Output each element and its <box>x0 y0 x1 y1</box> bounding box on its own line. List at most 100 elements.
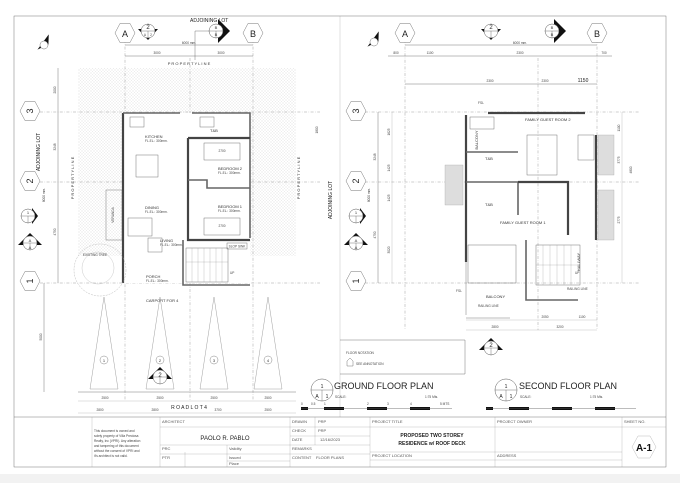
section-mark-2 <box>138 23 158 40</box>
parking-3: 3 <box>213 358 216 363</box>
grid-label-2: 2 <box>25 178 35 183</box>
adjoining-lot-right: ADJOINING LOT <box>328 181 334 219</box>
second-dims-right-0: 1100 <box>617 124 621 131</box>
title-block-prc-label: PRC <box>162 446 171 451</box>
ground-rooms-fl-el: FL.EL.: 300mm. <box>218 171 241 175</box>
floor-notation-title: FLOOR NOTATION <box>346 351 375 355</box>
grid-label-1: 1 <box>25 278 35 283</box>
parking-1: 1 <box>103 358 106 363</box>
title-block-project-title-label: PROJECT TITLE <box>372 419 403 424</box>
floor-notation-icon <box>346 357 354 367</box>
property-line-right: P R O P E R T Y L I N E <box>296 156 301 199</box>
disclaimer-line: without the consent of VPRI and <box>94 449 140 453</box>
second-title-sheet-n: 1 <box>510 394 513 400</box>
second-dims-mid-1: 2300 <box>541 79 548 83</box>
ground-dim-5000: 5000 <box>39 333 43 340</box>
bed-2 <box>526 134 558 176</box>
ground-bottom-dims-2-2: 3700 <box>214 408 221 412</box>
title-block-address-label: ADDRESS <box>497 453 517 458</box>
existing-tree-label: EXISTING TREE <box>83 253 107 257</box>
guest-room-1-label: FAMILY GUEST ROOM 1 <box>500 220 546 225</box>
dim-width-total: 6000 mm. <box>182 41 196 45</box>
section-marks-sa-top: A <box>29 238 32 243</box>
grid-label-b: B <box>250 29 256 39</box>
second-rooms-fsl: FSL <box>478 101 484 105</box>
second-title-num: 1 <box>505 384 508 390</box>
second-dims-right-3: 4800 <box>629 166 633 173</box>
ground-rooms-fl-el: FL.EL.: 300mm. <box>218 209 241 213</box>
project-title-line-2: RESIDENCE w/ ROOF DECK <box>398 441 466 447</box>
kitchen-label: KITCHEN <box>145 134 163 139</box>
ground-width-total: 6000 mm. <box>513 41 527 45</box>
road-label: R O A D L O T 4 <box>171 405 207 411</box>
ground-rooms-fl-el: FL.EL.: 300mm. <box>145 210 168 214</box>
ground-rooms-fl-el: FL.EL.: 300mm. <box>160 243 183 247</box>
title-block-sheet-no-label: SHEET NO. <box>624 419 646 424</box>
section-marks-s1-num: 1 <box>355 210 358 215</box>
section-marks-sa-bot: A <box>29 245 32 250</box>
title-block-remarks-label: REMARKS <box>292 446 312 451</box>
ground-dim-2700: 2700 <box>218 149 225 153</box>
second-dims-bottom2-0: 2800 <box>491 325 498 329</box>
section-mark-a <box>18 233 42 251</box>
ground-scale-label: SCALE: <box>335 395 346 399</box>
stairs <box>185 247 229 283</box>
title-block-validity-label: Validity <box>229 446 242 451</box>
section-marks-sb-bot: B <box>215 32 218 37</box>
scale-bar <box>301 407 452 410</box>
ground-bottom-dims-2-3: 2500 <box>264 408 271 412</box>
second-scale-label: SCALE: <box>520 395 531 399</box>
section-marks-s2-b: 2 <box>150 33 152 37</box>
title-block-issued-label: Issued <box>229 455 241 460</box>
second-title-sheet-a: A <box>499 394 503 400</box>
sofa <box>127 217 153 237</box>
roof-hatch-left <box>444 164 464 206</box>
property-line-left: P R O P E R T Y L I N E <box>70 156 75 199</box>
section-marks-sb-top: B <box>215 25 218 30</box>
grid-row-1: 1 <box>351 278 361 283</box>
tb-2-label: T&B <box>485 202 493 207</box>
sheet-hex <box>631 435 657 459</box>
disclaimer-line: it's architect is not valid. <box>94 454 128 458</box>
bedroom2-label: BEDROOM 2 <box>218 166 243 171</box>
grid-row-3: 3 <box>351 108 361 113</box>
section-marks-s2-num: 2 <box>158 373 162 379</box>
title-block-place-label: Place <box>229 461 240 466</box>
disclaimer-line: This document is owned and <box>94 429 135 433</box>
slop-sink-label: SLOP SINK <box>229 245 247 249</box>
second-dims-mid-2: 1150 <box>578 78 589 84</box>
adjoining-lot-label: ADJOINING LOT <box>190 18 228 24</box>
railing-label: RAILING LINE <box>478 304 499 308</box>
ground-dim-2700: 2700 <box>218 224 225 228</box>
grid-label-a-2f: A <box>402 29 408 39</box>
section-marks-sa-top: A <box>355 238 358 243</box>
scale-bar-5: 4 <box>410 402 412 406</box>
second-dims-bottom2-1: 3200 <box>556 325 563 329</box>
stair-up-label: UP <box>230 271 234 275</box>
ground-dim-3248: 3248 <box>373 153 377 160</box>
second-dims-left-2: 3020 <box>387 246 391 253</box>
balcony-1-label: BALCONY <box>474 130 479 149</box>
dining-label: DINING <box>145 205 159 210</box>
stairs-2f <box>535 244 581 286</box>
content-value: FLOOR PLANS <box>316 455 344 460</box>
ground-bottom-dims-1-0: 2500 <box>101 396 108 400</box>
section-marks-s1-num: 1 <box>27 210 30 215</box>
ground-bottom-dims-2-0: 2800 <box>96 408 103 412</box>
ground-title-num: 1 <box>321 384 324 390</box>
second-dims-left-0: 1625 <box>387 128 391 135</box>
porch-label: PORCH <box>146 274 161 279</box>
ground-dim-1800: 1800 <box>315 126 319 133</box>
ground-dim-2000: 2000 <box>53 86 57 93</box>
title-block-date-label: DATE <box>292 437 303 442</box>
section-marks-sa-bot: A <box>355 245 358 250</box>
scale-bar-1: 0.5 <box>311 402 316 406</box>
second-dim-700: 700 <box>601 51 607 55</box>
balcony-2-label: BALCONY <box>486 294 505 299</box>
carport-label: CARPORT FOR 4 <box>146 298 179 303</box>
ground-dim-3248: 3248 <box>53 143 57 150</box>
second-rooms-railing: RAILING LINE <box>567 287 588 291</box>
floor-notation-item: SEE ANNOTATION <box>356 362 384 366</box>
title-block-project-owner-label: PROJECT OWNER <box>497 419 532 424</box>
